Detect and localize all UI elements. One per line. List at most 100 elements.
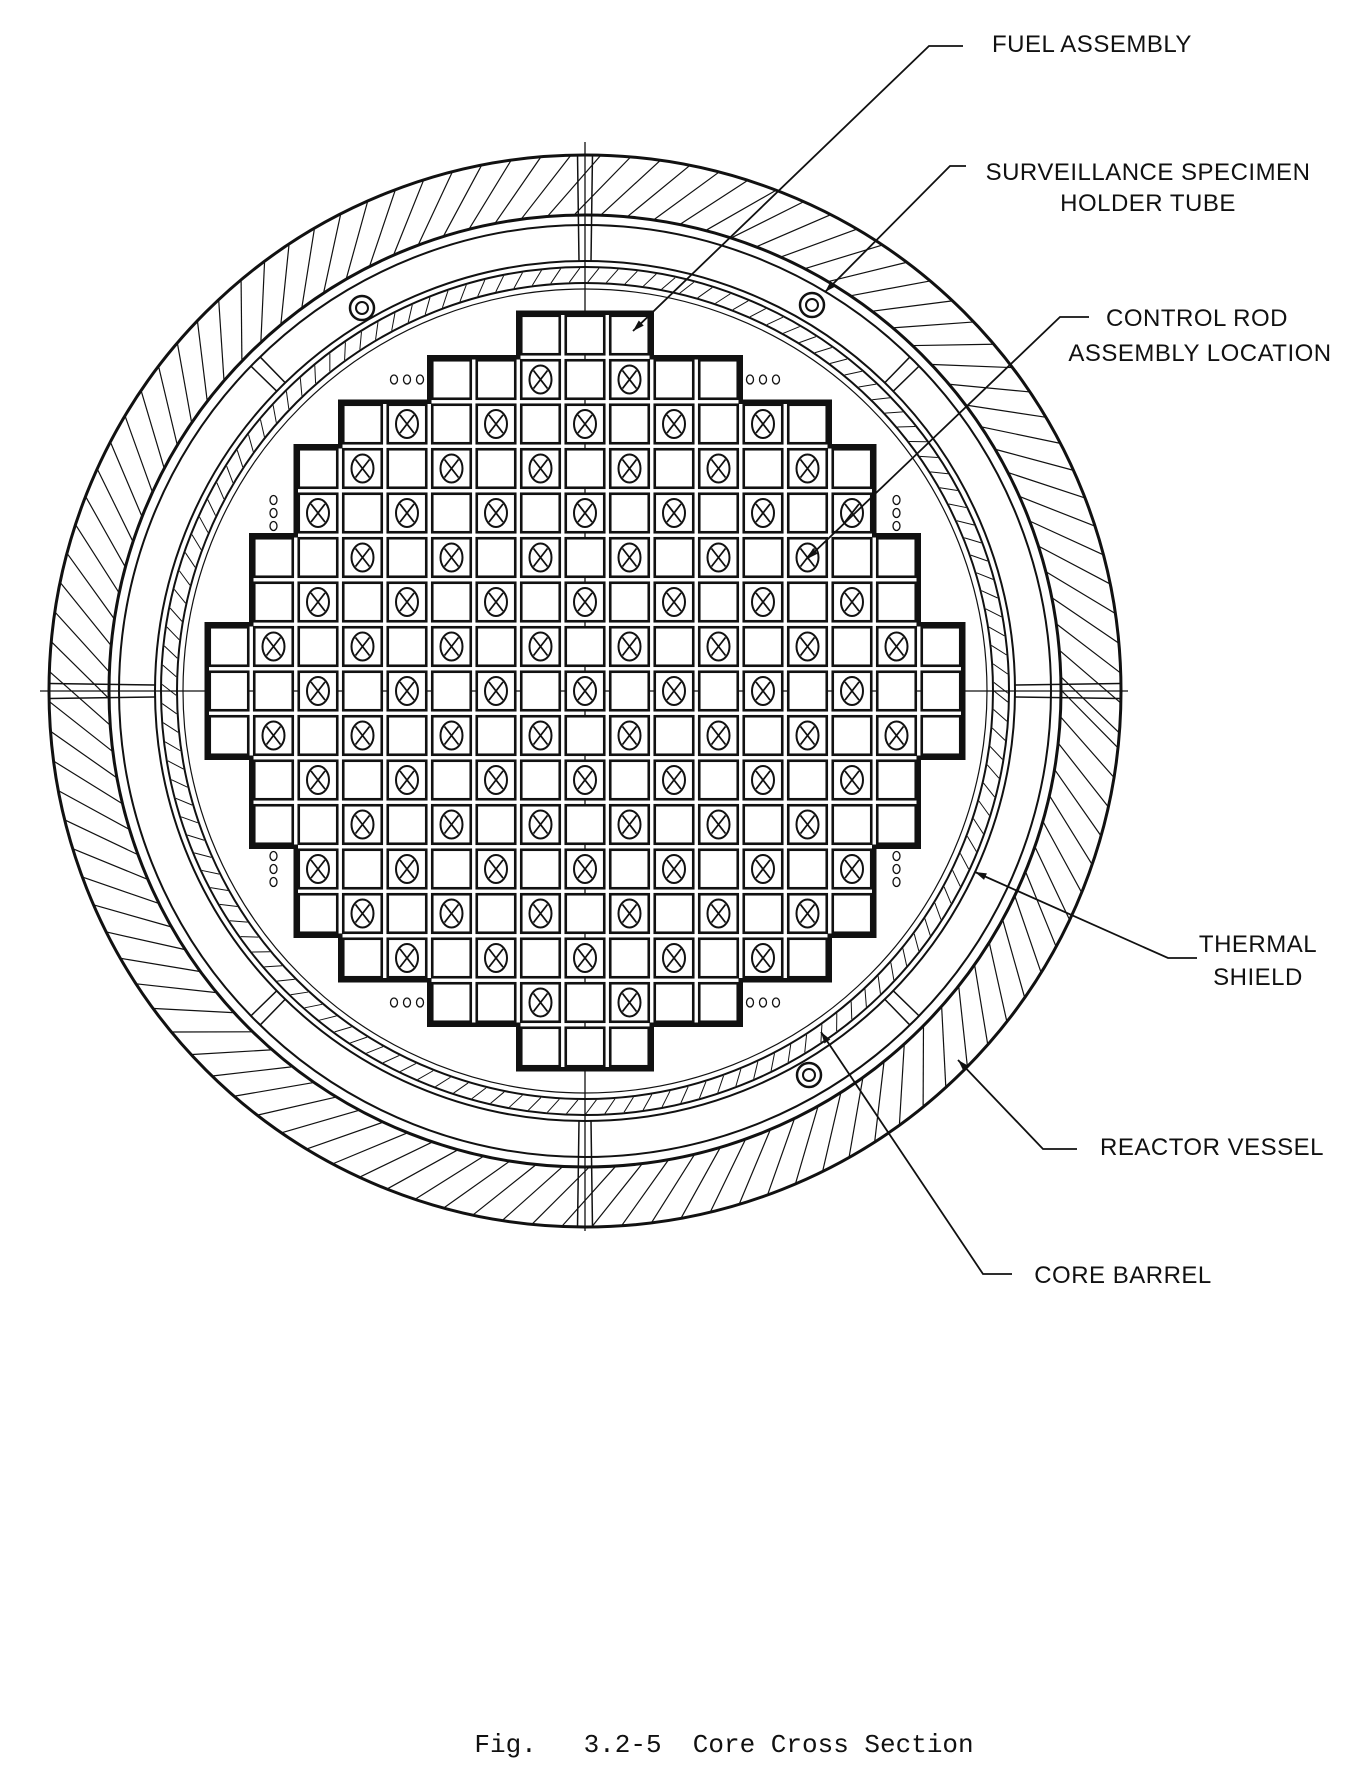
- fuel-assembly: [831, 447, 873, 490]
- specimen-holder-bore: [802, 1068, 816, 1082]
- vessel-hatch: [795, 1107, 819, 1183]
- fuel-assembly: [252, 581, 295, 623]
- radial-support: [259, 356, 286, 384]
- vessel-hatch: [739, 1130, 771, 1204]
- vessel-hatch: [443, 165, 482, 236]
- control-rod-cross: [488, 592, 504, 612]
- vessel-hatch: [307, 1122, 383, 1150]
- barrel-hatch: [679, 281, 695, 294]
- fuel-assembly: [608, 492, 651, 534]
- barrel-hatch: [199, 516, 209, 533]
- fuel-assembly: [875, 759, 918, 801]
- label-reactor-vessel: REACTOR VESSEL: [1100, 1134, 1324, 1161]
- vessel-hatch: [110, 442, 143, 516]
- vessel-hatch: [369, 190, 396, 266]
- control-rod-icon: [840, 676, 864, 706]
- vessel-hatch: [280, 245, 290, 324]
- control-rod-cross: [621, 814, 638, 835]
- vessel-hatch: [996, 449, 1073, 471]
- control-rod-cross: [799, 636, 816, 657]
- barrel-hatch: [547, 1098, 560, 1113]
- barrel-hatch: [930, 471, 949, 475]
- fuel-assembly: [252, 759, 295, 801]
- control-rod-icon: [306, 854, 330, 884]
- control-rod-cross: [621, 725, 638, 746]
- fuel-assembly: [341, 759, 384, 801]
- barrel-hatch: [248, 434, 254, 452]
- control-rod-icon: [662, 409, 686, 439]
- control-rod-icon: [751, 676, 775, 706]
- barrel-hatch: [993, 709, 1008, 722]
- radial-support: [576, 1120, 580, 1226]
- control-rod-cross: [399, 592, 415, 612]
- barrel-hatch: [407, 304, 413, 323]
- barrel-hatch: [334, 1026, 352, 1033]
- barrel-hatch: [344, 342, 346, 361]
- control-rod-icon: [484, 676, 508, 706]
- fuel-assembly: [920, 670, 962, 712]
- fuel-assembly: [208, 714, 250, 757]
- control-rod-icon: [617, 898, 642, 929]
- vessel-hatch: [874, 1062, 885, 1141]
- fuel-assembly: [608, 937, 651, 979]
- control-rod-cross: [532, 903, 549, 924]
- control-rod-icon: [528, 631, 553, 662]
- fuel-assembly: [920, 714, 962, 757]
- fuel-assembly: [297, 625, 339, 668]
- radial-support: [1014, 682, 1120, 686]
- fuel-assembly: [475, 803, 517, 846]
- control-rod-cross: [621, 903, 638, 924]
- vessel-hatch: [1014, 896, 1042, 972]
- control-rod-icon: [795, 809, 820, 840]
- control-rod-icon: [662, 765, 686, 795]
- control-rod-cross: [443, 547, 460, 568]
- barrel-hatch: [952, 870, 961, 887]
- barrel-hatch: [304, 1003, 323, 1009]
- fuel-assembly: [386, 714, 428, 757]
- control-rod-icon: [795, 542, 820, 573]
- fuel-assembly: [831, 714, 873, 757]
- vessel-hatch: [1058, 743, 1108, 807]
- control-rod-cross: [621, 458, 638, 479]
- barrel-hatch: [509, 1094, 523, 1108]
- control-rod-cross: [666, 859, 682, 879]
- barrel-hatch: [920, 455, 938, 459]
- fuel-assembly: [742, 625, 784, 668]
- control-rod-icon: [350, 809, 375, 840]
- control-rod-cross: [443, 636, 460, 657]
- control-rod-icon: [884, 720, 909, 751]
- fuel-assembly: [519, 937, 562, 979]
- barrel-hatch: [290, 991, 309, 996]
- vessel-hatch: [54, 761, 122, 804]
- fuel-assembly: [831, 803, 873, 846]
- control-rod-icon: [795, 720, 820, 751]
- vessel-hatch: [1060, 717, 1114, 777]
- barrel-hatch: [366, 1046, 384, 1054]
- control-rod-cross: [755, 503, 771, 523]
- fuel-assembly: [697, 403, 740, 445]
- vessel-hatch: [1009, 472, 1084, 499]
- barrel-hatch: [391, 313, 396, 331]
- specimen-holder-tube-icon: [795, 1061, 823, 1089]
- radial-support: [250, 365, 278, 392]
- fuel-assembly: [475, 447, 517, 490]
- control-rod-cross: [666, 948, 682, 968]
- vessel-hatch: [415, 1156, 483, 1200]
- control-rod-assembly-location: [742, 492, 784, 534]
- vessel-hatch: [1049, 796, 1092, 864]
- former-hole: [269, 850, 278, 862]
- fuel-assembly: [831, 536, 873, 579]
- control-rod-cross: [844, 503, 860, 523]
- control-rod-icon: [573, 409, 597, 439]
- control-rod-cross: [710, 458, 727, 479]
- barrel-hatch: [179, 570, 191, 586]
- control-rod-icon: [439, 542, 464, 573]
- control-rod-icon: [662, 587, 686, 617]
- barrel-hatch: [277, 978, 295, 982]
- fuel-assembly: [786, 581, 829, 623]
- fuel-assembly: [297, 447, 339, 490]
- control-rod-icon: [395, 854, 419, 884]
- vessel-hatch: [240, 281, 243, 360]
- leader-lines: [632, 45, 1197, 1275]
- barrel-hatch: [441, 290, 449, 308]
